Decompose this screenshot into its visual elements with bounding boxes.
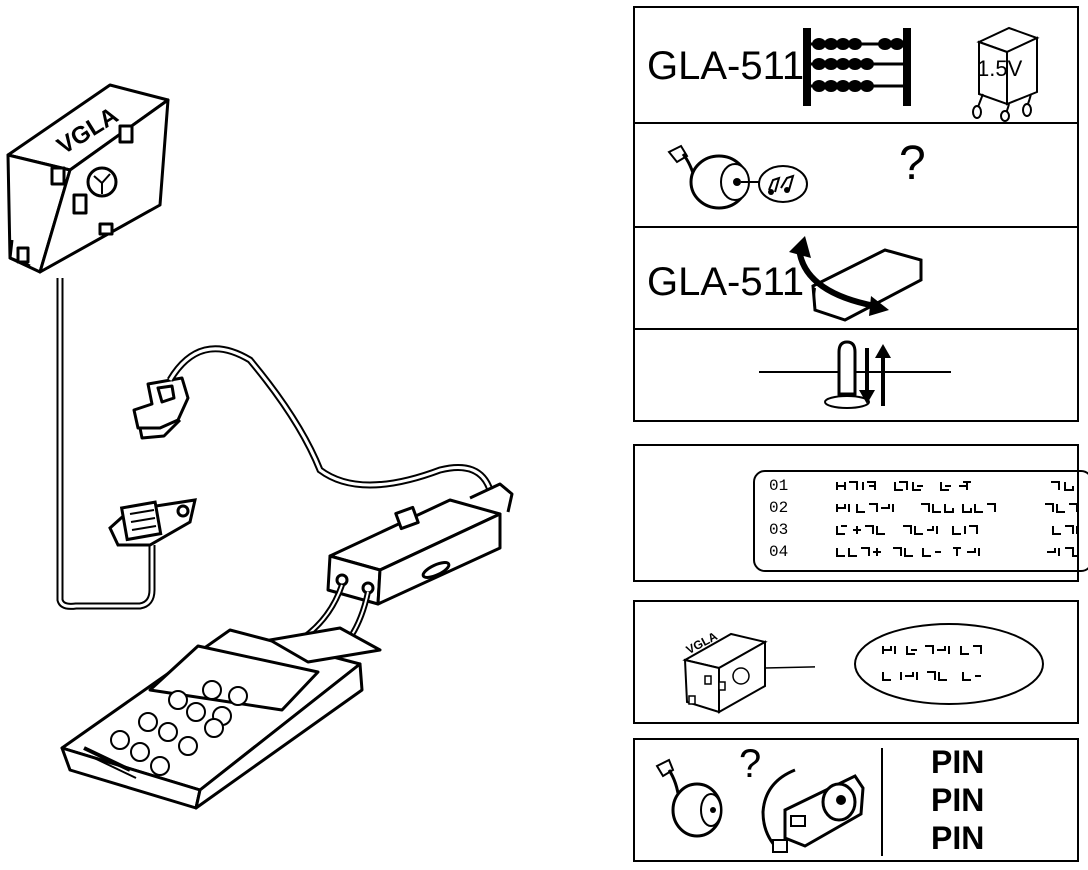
horn-connector-icon bbox=[761, 768, 865, 853]
vgla-module-small bbox=[682, 632, 815, 714]
row-divider bbox=[635, 226, 1077, 228]
gla-511-label-2: GLA-511 bbox=[647, 260, 805, 304]
vgla-module bbox=[6, 83, 170, 274]
plug bbox=[132, 376, 190, 440]
pin-label: PIN bbox=[931, 820, 985, 856]
panel-instructions: GLA-511 1.5V ? G bbox=[633, 6, 1079, 422]
code-number: 02 bbox=[769, 499, 789, 517]
row-divider bbox=[635, 328, 1077, 330]
abacus-icon bbox=[803, 28, 911, 106]
adapter-cable bbox=[326, 482, 514, 606]
panel-pin: ? PIN PIN PIN bbox=[633, 738, 1079, 862]
question-mark-small: ? bbox=[739, 742, 762, 786]
panel-codes: 01 02 03 04 bbox=[633, 444, 1088, 582]
pin-insert-icon bbox=[759, 340, 951, 409]
question-mark: ? bbox=[899, 137, 926, 190]
hand-tester bbox=[60, 626, 382, 810]
horn-icon-small bbox=[655, 758, 723, 838]
pin-label: PIN bbox=[931, 782, 985, 818]
pin-label: PIN bbox=[931, 744, 985, 780]
code-glyphs bbox=[836, 481, 1079, 557]
code-number: 04 bbox=[769, 543, 789, 561]
voltage-label: 1.5V bbox=[977, 56, 1023, 81]
panel-module-callout: VGLA bbox=[633, 600, 1079, 724]
module-cable bbox=[56, 278, 156, 610]
battery-cube-icon bbox=[972, 26, 1040, 122]
pin-divider bbox=[881, 748, 883, 856]
module-turn-icon bbox=[789, 236, 923, 322]
main-illustration: VGLA bbox=[6, 83, 514, 810]
obd-connector bbox=[108, 498, 197, 547]
callout-bubble bbox=[854, 623, 1044, 705]
gla-511-label: GLA-511 bbox=[647, 44, 805, 88]
code-number: 03 bbox=[769, 521, 789, 539]
horn-icon bbox=[667, 144, 808, 210]
code-number: 01 bbox=[769, 477, 789, 495]
row-divider bbox=[635, 122, 1077, 124]
code-list: 01 02 03 04 bbox=[753, 470, 1088, 572]
